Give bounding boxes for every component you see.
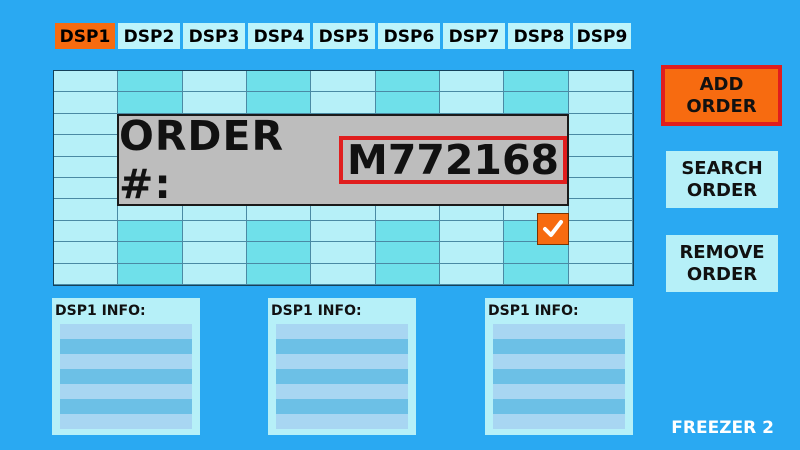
grid-cell[interactable] <box>54 199 119 221</box>
grid-cell[interactable] <box>54 113 119 136</box>
grid-cell[interactable] <box>311 263 376 285</box>
grid-cell[interactable] <box>182 242 247 264</box>
tab-dsp2[interactable]: DSP2 <box>117 22 181 50</box>
grid-cell[interactable] <box>440 220 505 243</box>
grid-cell[interactable] <box>311 242 376 264</box>
freezer-label: FREEZER 2 <box>671 418 774 438</box>
grid-cell[interactable] <box>54 242 119 264</box>
grid-cell[interactable] <box>375 242 440 264</box>
grid-cell[interactable] <box>504 242 569 264</box>
order-label: ORDER #: <box>119 112 285 208</box>
grid-cell[interactable] <box>568 135 633 157</box>
add-order-button[interactable]: ADD ORDER <box>661 65 782 126</box>
info-panel-3: DSP1 INFO: <box>485 298 633 435</box>
grid-cell[interactable] <box>54 156 119 178</box>
grid-cell[interactable] <box>247 199 312 221</box>
grid-cell[interactable] <box>54 71 119 93</box>
search-order-label-line2: ORDER <box>686 179 758 201</box>
remove-order-button[interactable]: REMOVE ORDER <box>666 235 778 292</box>
grid-cell[interactable] <box>504 92 569 114</box>
tab-dsp8[interactable]: DSP8 <box>507 22 571 50</box>
grid-cell[interactable] <box>440 242 505 264</box>
grid-cell[interactable] <box>568 156 633 178</box>
grid-cell[interactable] <box>375 71 440 93</box>
grid-cell[interactable] <box>182 92 247 114</box>
tab-dsp4[interactable]: DSP4 <box>247 22 311 50</box>
grid-cell[interactable] <box>375 199 440 221</box>
grid-cell[interactable] <box>375 92 440 114</box>
order-number: M772168 <box>339 136 567 184</box>
grid-cell[interactable] <box>568 199 633 221</box>
grid-cell[interactable] <box>247 242 312 264</box>
grid-cell[interactable] <box>568 263 633 285</box>
info-rows <box>60 324 192 429</box>
grid-cell[interactable] <box>54 92 119 114</box>
grid-cell[interactable] <box>440 263 505 285</box>
grid-cell[interactable] <box>54 263 119 285</box>
dsp-tab-bar: DSP1 DSP2 DSP3 DSP4 DSP5 DSP6 DSP7 DSP8 … <box>54 22 633 50</box>
info-panel-title: DSP1 INFO: <box>488 303 579 319</box>
grid-cell[interactable] <box>568 92 633 114</box>
info-panel-title: DSP1 INFO: <box>271 303 362 319</box>
grid-cell[interactable] <box>504 71 569 93</box>
grid-cell[interactable] <box>182 263 247 285</box>
grid-cell[interactable] <box>311 71 376 93</box>
info-rows <box>276 324 408 429</box>
grid-cell[interactable] <box>375 220 440 243</box>
info-panel-1: DSP1 INFO: <box>52 298 200 435</box>
info-panel-2: DSP1 INFO: <box>268 298 416 435</box>
grid-cell[interactable] <box>311 199 376 221</box>
grid-cell[interactable] <box>54 220 119 243</box>
tab-dsp9[interactable]: DSP9 <box>572 22 632 50</box>
grid-cell[interactable] <box>247 220 312 243</box>
grid-cell[interactable] <box>118 220 183 243</box>
grid-cell[interactable] <box>118 263 183 285</box>
tab-dsp3[interactable]: DSP3 <box>182 22 246 50</box>
grid-cell[interactable] <box>440 199 505 221</box>
grid-cell[interactable] <box>247 71 312 93</box>
grid-cell[interactable] <box>182 71 247 93</box>
grid-cell[interactable] <box>440 71 505 93</box>
grid-cell[interactable] <box>182 199 247 221</box>
grid-cell[interactable] <box>118 199 183 221</box>
grid-cell[interactable] <box>54 177 119 200</box>
tab-dsp7[interactable]: DSP7 <box>442 22 506 50</box>
grid-cell[interactable] <box>568 71 633 93</box>
order-display: ORDER #: M772168 <box>117 112 569 208</box>
grid-cell[interactable] <box>568 177 633 200</box>
tab-dsp5[interactable]: DSP5 <box>312 22 376 50</box>
grid-cell[interactable] <box>118 242 183 264</box>
grid-cell[interactable] <box>247 92 312 114</box>
tab-dsp6[interactable]: DSP6 <box>377 22 441 50</box>
grid-cell[interactable] <box>54 135 119 157</box>
grid-cell[interactable] <box>504 199 569 221</box>
grid-cell[interactable] <box>568 242 633 264</box>
grid-cell[interactable] <box>182 220 247 243</box>
grid-cell[interactable] <box>247 263 312 285</box>
grid-cell[interactable] <box>311 220 376 243</box>
tab-dsp1[interactable]: DSP1 <box>54 22 116 50</box>
info-rows <box>493 324 625 429</box>
grid-cell[interactable] <box>440 92 505 114</box>
add-order-label-line1: ADD <box>699 73 744 95</box>
search-order-label-line1: SEARCH <box>681 157 763 179</box>
grid-cell[interactable] <box>375 263 440 285</box>
remove-order-label-line1: REMOVE <box>679 241 765 263</box>
add-order-label-line2: ORDER <box>686 95 757 117</box>
remove-order-label-line2: ORDER <box>686 263 758 285</box>
info-panel-title: DSP1 INFO: <box>55 303 146 319</box>
grid-cell[interactable] <box>504 263 569 285</box>
checkmark-icon[interactable] <box>537 213 569 245</box>
grid-cell[interactable] <box>568 220 633 243</box>
grid-cell[interactable] <box>311 92 376 114</box>
grid-cell[interactable] <box>568 113 633 136</box>
grid-cell[interactable] <box>118 92 183 114</box>
grid-cell[interactable] <box>118 71 183 93</box>
search-order-button[interactable]: SEARCH ORDER <box>666 151 778 208</box>
